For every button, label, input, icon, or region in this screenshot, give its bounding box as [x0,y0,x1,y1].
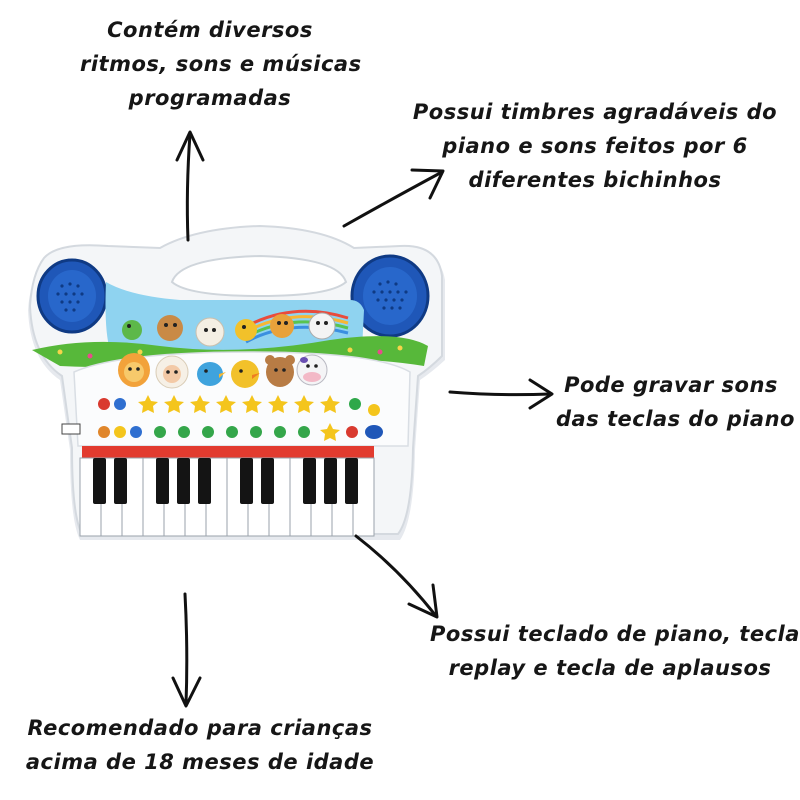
caption-timbres: Possui timbres agradáveis do piano e son… [410,95,780,197]
animal-buttons [118,353,328,389]
arrow-down-right [354,534,439,619]
animal-button-bird[interactable] [197,362,226,386]
song-1-button[interactable] [154,426,166,438]
animal-button-duck[interactable] [231,360,260,388]
song-7-button[interactable] [298,426,310,438]
key-color-strip [82,446,374,458]
rock-button[interactable] [242,395,262,413]
caption-rhythms: Contém diversos ritmos, sons e músicas p… [80,13,362,115]
rhythm-button-row [98,395,380,416]
animal-button-lion[interactable] [118,353,150,387]
arrow-up-right [342,168,445,228]
animal-button-bear[interactable] [265,355,295,387]
song-2-button[interactable] [178,426,190,438]
caption-age: Recomendado para crianças acima de 18 me… [20,711,380,779]
animal-button-cow[interactable] [296,354,328,386]
arrow-right [448,378,554,410]
song-3-button[interactable] [202,426,214,438]
caption-keyboard-line-2: replay e tecla de aplausos [448,656,772,680]
mini-keyboard-icon [61,423,81,435]
applause-button[interactable] [320,423,340,441]
vol-up-button[interactable] [349,398,361,410]
toy-handle [170,254,348,298]
caption-timbres-line-1: Possui timbres agradáveis do [412,100,778,124]
song-5-button[interactable] [250,426,262,438]
caption-age-line-1: Recomendado para crianças [27,716,373,740]
animal-button-sheep[interactable] [155,355,189,389]
arrow-up-top [175,130,205,242]
song-6-button[interactable] [274,426,286,438]
light-button[interactable] [368,404,380,416]
pop-button[interactable] [164,395,184,413]
caption-keyboard: Possui teclado de piano, tecla replay e … [430,617,800,685]
tempo-up-button[interactable] [114,398,126,410]
samba-button[interactable] [138,395,158,413]
caption-record-line-1: Pode gravar sons [564,373,778,397]
caption-rhythms-line-1: Contém diversos [107,18,313,42]
song-button-row [61,423,383,441]
right-speaker [350,254,430,338]
caption-rhythms-line-3: programadas [128,86,292,110]
valsa-button[interactable] [216,395,236,413]
arrow-down-bottom [171,592,202,708]
caption-record: Pode gravar sons das teclas do piano [556,368,795,436]
song-4-button[interactable] [226,426,238,438]
reggae-button[interactable] [294,395,314,413]
tempo-down-button[interactable] [130,426,142,438]
caption-rhythms-line-2: ritmos, sons e músicas [80,52,362,76]
black-keys [93,458,358,504]
caption-record-line-2: das teclas do piano [556,407,795,431]
vol-down-button[interactable] [365,425,383,439]
left-speaker [36,258,108,334]
caption-timbres-line-3: diferentes bichinhos [468,168,722,192]
replay-button[interactable] [114,426,126,438]
rap-button[interactable] [268,395,288,413]
axe-button[interactable] [190,395,210,413]
disco-button[interactable] [320,395,340,413]
piano-mode-button[interactable] [98,426,110,438]
caption-keyboard-line-1: Possui teclado de piano, tecla [430,622,800,646]
record-button[interactable] [98,398,110,410]
demo-button[interactable] [346,426,358,438]
caption-age-line-2: acima de 18 meses de idade [25,750,375,774]
caption-timbres-line-2: piano e sons feitos por 6 [442,134,748,158]
